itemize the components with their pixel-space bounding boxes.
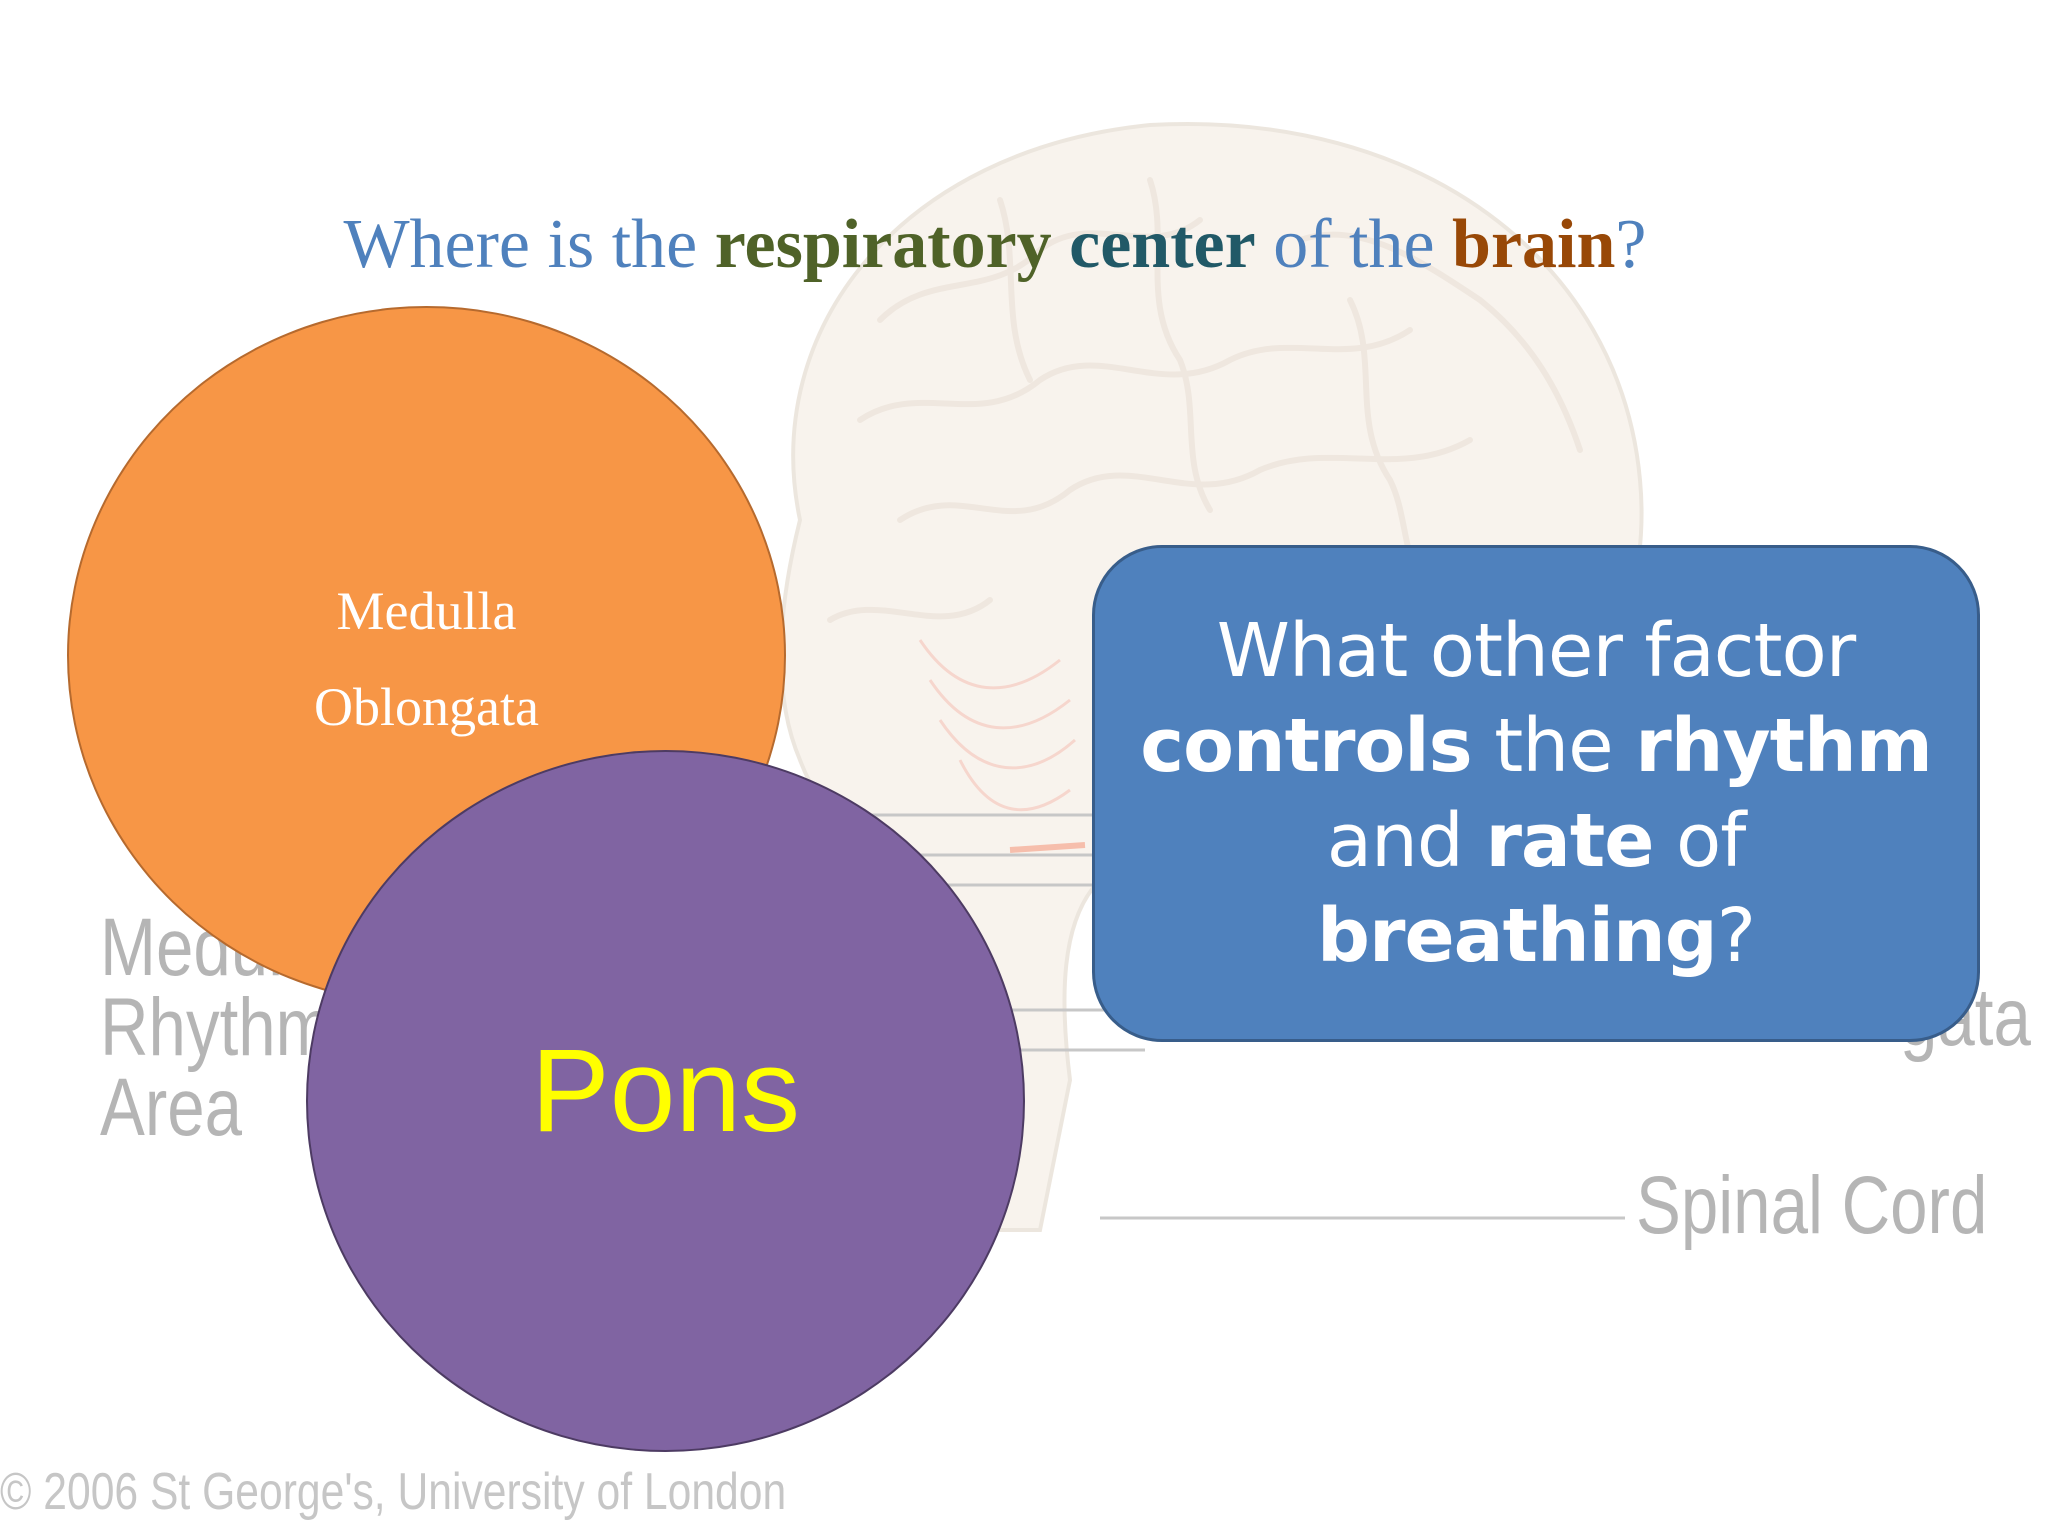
title-question-mark: ? (1615, 206, 1647, 283)
question-word-of: of (1653, 797, 1746, 884)
question-text: What other factor controls the rhythm an… (1126, 604, 1946, 984)
question-word-breathing: breathing (1317, 892, 1718, 979)
question-line3: and rate of (1126, 794, 1946, 889)
title-word-center: center (1069, 206, 1256, 283)
bg-label-spinal-cord: Spinal Cord (1636, 1160, 1988, 1251)
title-part-plain: Where is the (343, 206, 715, 283)
question-word-rhythm: rhythm (1635, 702, 1933, 789)
question-word-the: the (1471, 702, 1636, 789)
pons-circle: Pons (306, 750, 1025, 1452)
question-what-other-factor: What other factor (1216, 607, 1856, 694)
question-box: What other factor controls the rhythm an… (1092, 545, 1980, 1042)
title-word-respiratory: respiratory (714, 206, 1052, 283)
question-line4: breathing? (1126, 889, 1946, 984)
question-word-rate: rate (1485, 797, 1654, 884)
bg-label-area: Area (100, 1062, 243, 1153)
pons-label: Pons (531, 1025, 800, 1157)
question-word-and: and (1326, 797, 1486, 884)
question-line2: controls the rhythm (1126, 699, 1946, 794)
title-space (1052, 206, 1070, 283)
medulla-label-line1: Medulla (336, 581, 517, 641)
title-part-of-the: of the (1255, 206, 1453, 283)
medulla-oblongata-label: Medulla Oblongata (217, 563, 637, 755)
medulla-label-line2: Oblongata (314, 677, 539, 737)
question-question-mark: ? (1716, 892, 1756, 979)
title-word-brain: brain (1452, 206, 1616, 283)
slide-title: Where is the respiratory center of the b… (0, 205, 1990, 285)
question-line1: What other factor (1126, 604, 1946, 699)
copyright-text: © 2006 St George's, University of London (0, 1463, 787, 1521)
question-word-controls: controls (1140, 702, 1473, 789)
